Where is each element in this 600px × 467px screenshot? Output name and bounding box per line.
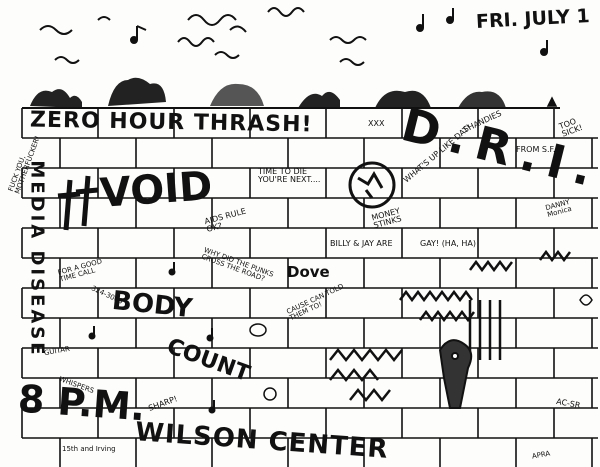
graffiti-from-sf: FROM S.F. <box>516 145 556 154</box>
bricks <box>21 108 598 467</box>
graffiti-billy-jay: BILLY & JAY ARE <box>330 239 393 248</box>
graffiti-gay: GAY! (HA, HA) <box>420 239 476 248</box>
graffiti-time-to-die: TIME TO DIE YOU'RE NEXT.... <box>258 167 321 184</box>
scribble-graffiti <box>329 249 571 403</box>
band-body: BODY <box>110 285 194 325</box>
headline-text: ZERO HOUR THRASH! <box>29 107 313 138</box>
graffiti-xxx: XXX <box>368 119 385 128</box>
small-doodles <box>249 96 593 401</box>
band-media-disease: MEDIA DISEASE <box>26 160 48 358</box>
graffiti-address: 15th and Irving <box>62 445 116 453</box>
dri-skank-logo <box>348 161 396 209</box>
graffiti-dove: Dove <box>287 263 330 281</box>
creature-drawing <box>438 339 473 409</box>
void-crosses <box>57 175 99 231</box>
band-void: VOID <box>98 163 214 217</box>
bushes-top <box>30 77 506 108</box>
sky-doodles <box>39 7 367 66</box>
